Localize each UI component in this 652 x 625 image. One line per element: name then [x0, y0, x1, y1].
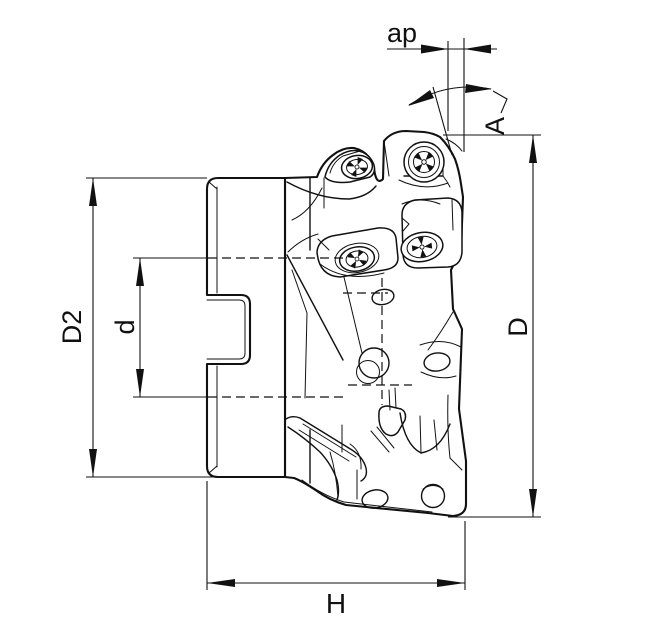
cutter-body: [205, 129, 468, 518]
label-angle-a: A: [480, 117, 510, 135]
arrowhead: [529, 135, 537, 163]
arrowhead: [529, 489, 537, 517]
arrowhead: [89, 449, 97, 477]
label-d2: D2: [57, 310, 87, 345]
screw-center: [338, 244, 376, 274]
dimension-d2: D2: [57, 177, 290, 478]
insert-bottom-right: [370, 387, 463, 471]
label-outer-diameter: D: [503, 317, 533, 337]
dimension-d-bore: d: [110, 257, 207, 398]
dimension-angle-a: A: [408, 84, 510, 156]
arrowhead: [136, 369, 144, 397]
screw-top-right: [403, 141, 445, 183]
insert-bottom-left: [285, 416, 368, 501]
cutter-head-outline: [283, 129, 468, 518]
label-height: H: [326, 588, 346, 619]
arbor-outline: [205, 176, 287, 479]
arrowhead: [408, 90, 434, 106]
dimension-outer-diameter: D: [443, 134, 541, 518]
arrowhead: [464, 44, 491, 54]
upper-gash-lines: [286, 181, 377, 399]
dimension-height: H: [206, 481, 466, 619]
head-step-edges: [284, 177, 358, 500]
arrowhead: [437, 579, 465, 587]
arrowhead: [421, 44, 448, 54]
arbor-chamfer-lines: [206, 181, 246, 474]
arrowhead: [136, 258, 144, 286]
bottom-face-holes: [301, 479, 446, 513]
arrowhead: [465, 84, 492, 93]
hidden-lines: [208, 257, 412, 405]
label-d: d: [110, 319, 140, 334]
screw-top-left: [340, 153, 374, 180]
arrowhead: [207, 579, 235, 587]
arrowhead: [89, 178, 97, 206]
dimension-ap: ap: [387, 18, 497, 152]
body-holes: [356, 288, 462, 459]
screw-right: [400, 231, 444, 263]
label-ap: ap: [387, 18, 417, 48]
